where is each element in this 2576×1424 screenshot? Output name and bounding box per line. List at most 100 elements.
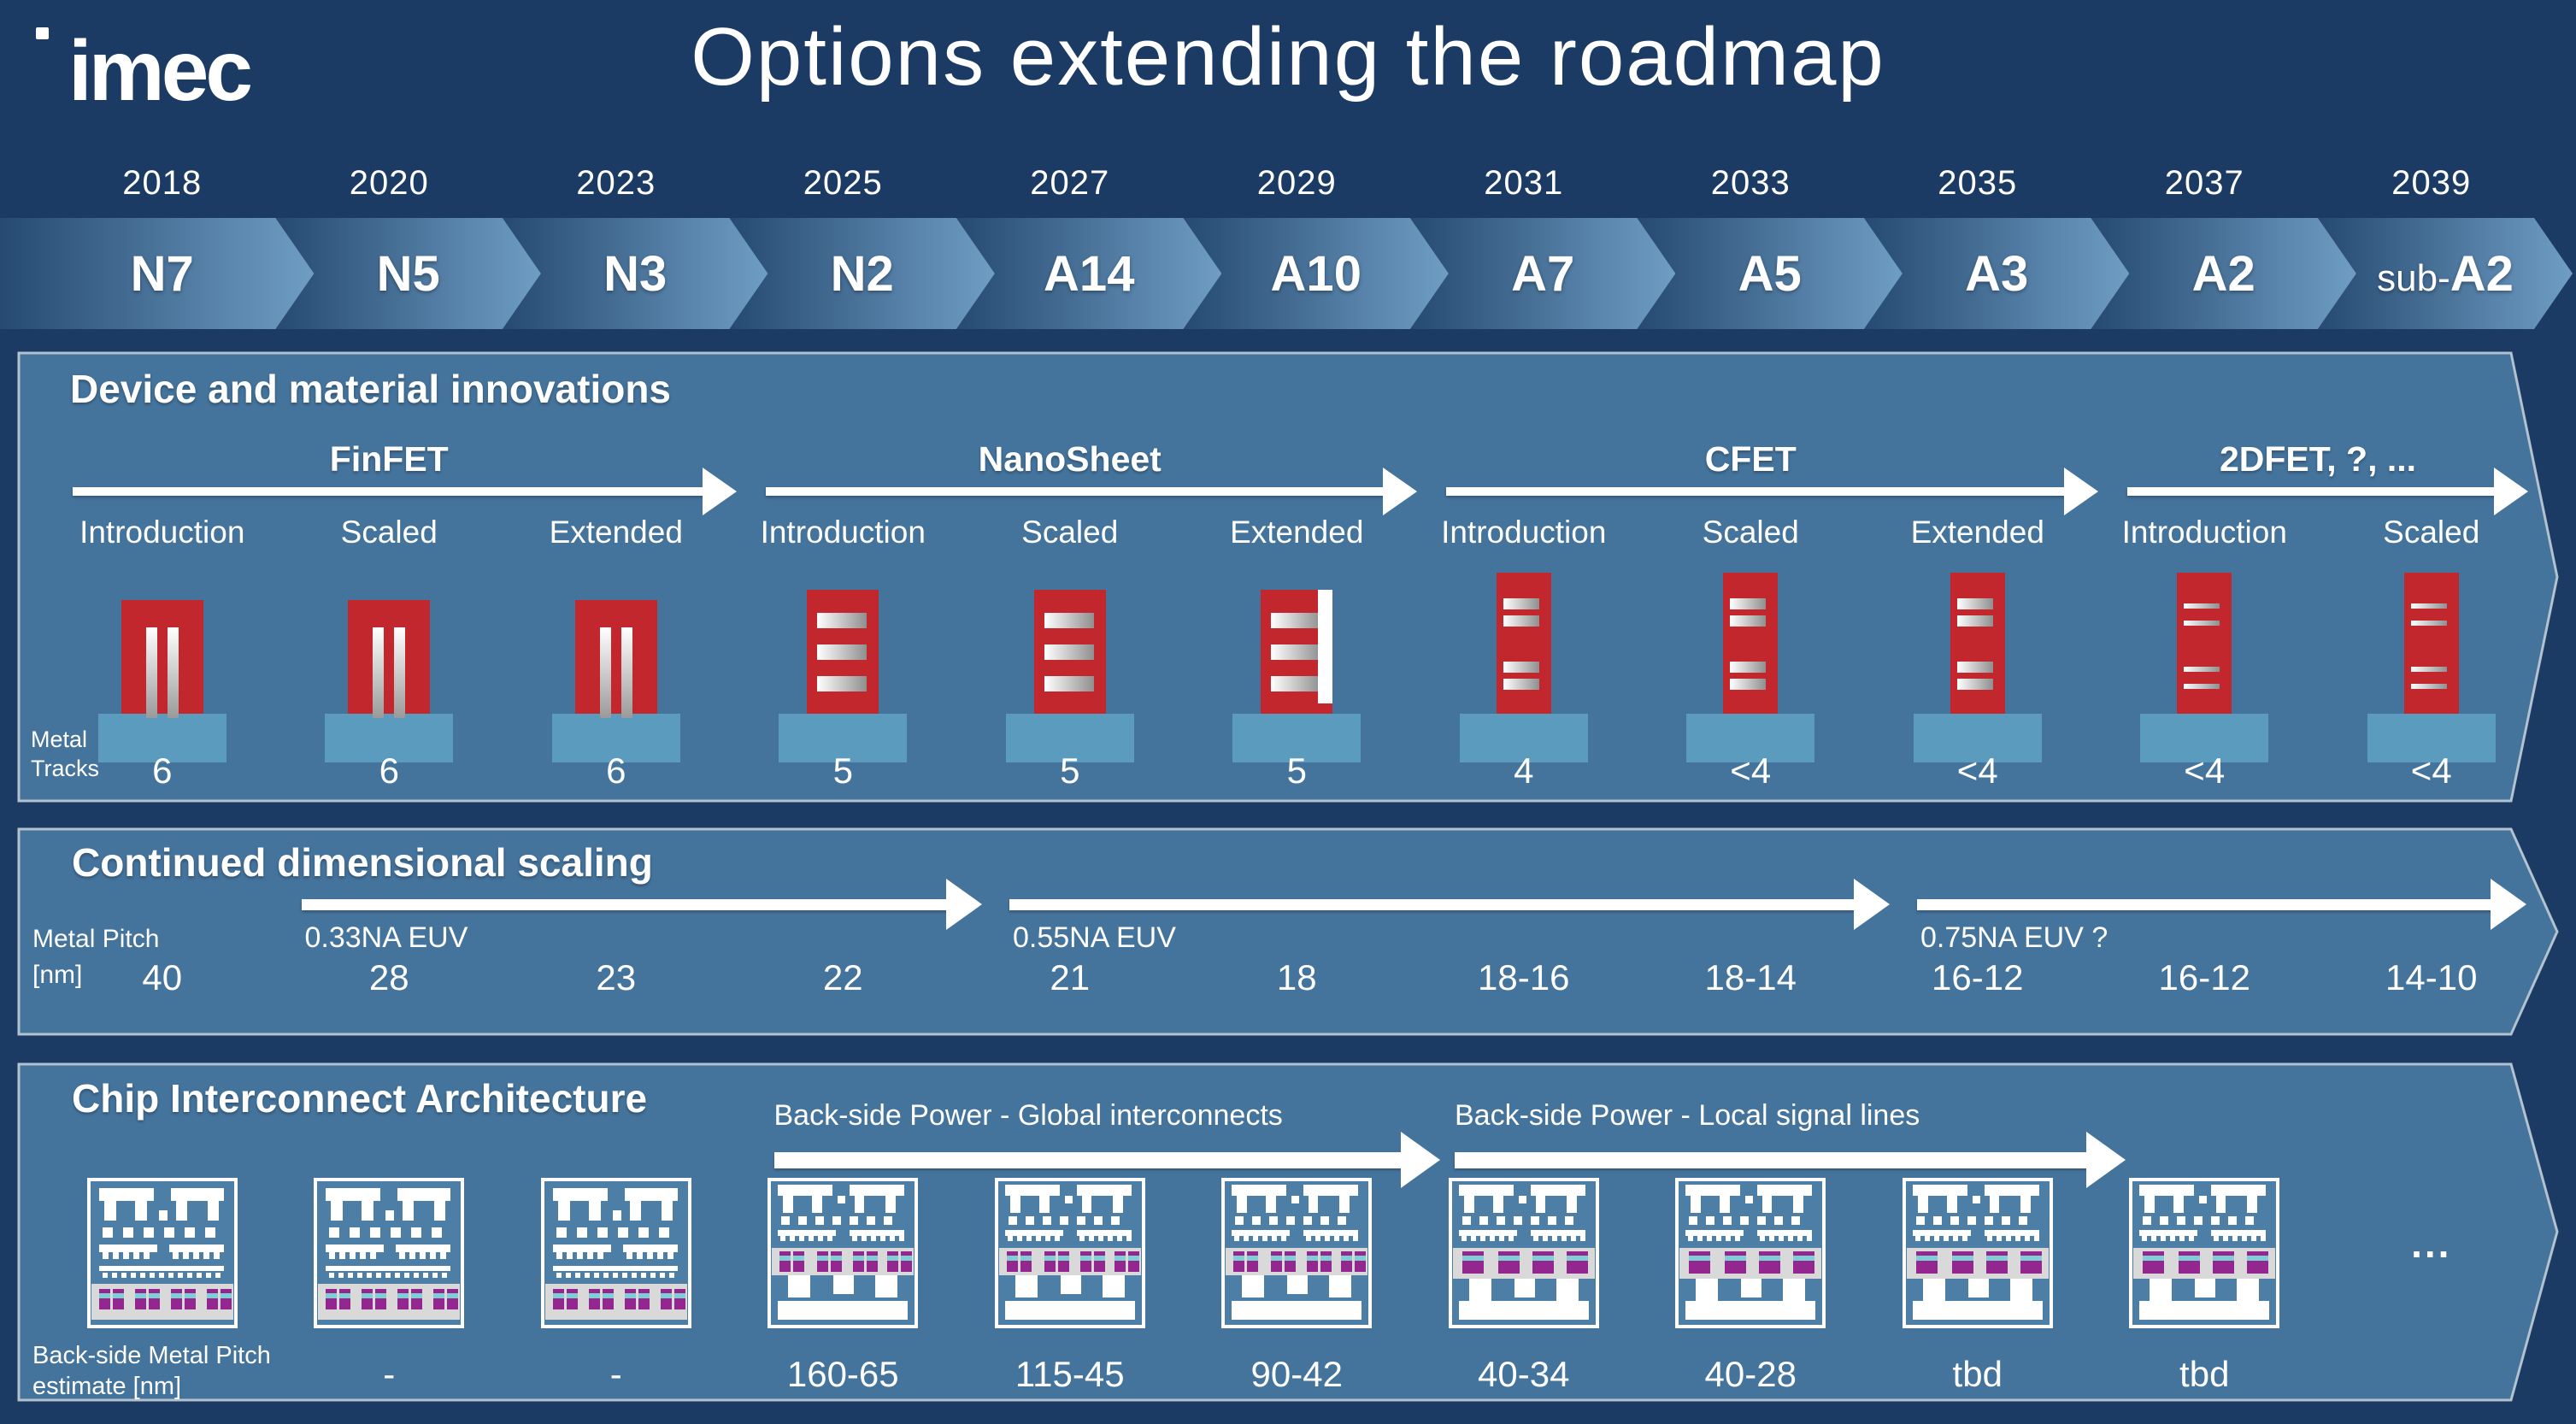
timeline-year: 2025 (803, 164, 883, 202)
metal-pitch-value: 21 (1050, 957, 1091, 997)
device-icon-nanosheet (774, 566, 911, 775)
backside-pitch-value: 90-42 (1250, 1354, 1343, 1394)
backside-pitch-value: 160-65 (786, 1354, 899, 1394)
backside-pitch-value: - (383, 1354, 396, 1394)
timeline-chevron: sub-A2 (2318, 218, 2573, 329)
interconnect-section-title: Chip Interconnect Architecture (72, 1076, 648, 1121)
node-label: N2 (830, 245, 894, 302)
timeline-year: 2023 (576, 164, 656, 202)
litho-arrow-bar (1009, 898, 1857, 910)
page-title: Options extending the roadmap (691, 11, 1885, 103)
timeline-chevron: A3 (1864, 218, 2130, 329)
metal-tracks-value: <4 (1956, 750, 1998, 791)
chip-icon-backside-local (1675, 1178, 1826, 1333)
scaling-panel-shape (17, 827, 2559, 1036)
backside-pitch-row-label-line1: Back-side Metal Pitch (32, 1342, 271, 1369)
litho-label: 0.33NA EUV (304, 921, 468, 954)
metal-tracks-value: 5 (832, 750, 853, 791)
metal-pitch-value: 18 (1276, 957, 1317, 997)
phase-label: Extended (1910, 515, 2044, 550)
phase-label: Introduction (760, 515, 926, 550)
backside-power-arrow (1455, 1132, 2126, 1188)
backside-power-label: Back-side Power - Global interconnects (773, 1099, 1283, 1132)
imec-logo-dot (36, 27, 49, 39)
device-icon-nanosheet (1002, 566, 1138, 775)
backside-power-arrow-head (1401, 1132, 1440, 1188)
node-label: A14 (1044, 245, 1135, 302)
backside-power-arrow-head (2085, 1132, 2126, 1188)
chip-icon-backside-global (768, 1178, 919, 1333)
metal-tracks-row-label-line2: Tracks (31, 756, 99, 781)
ellipsis-label: ... (2411, 1221, 2452, 1266)
timeline-chevron: N3 (503, 218, 768, 329)
timeline-chevron: A10 (1183, 218, 1449, 329)
phase-label: Introduction (1441, 515, 1607, 550)
litho-arrow-bar (301, 898, 950, 910)
timeline-year: 2020 (349, 164, 429, 202)
node-label: N5 (376, 245, 440, 302)
litho-arrow-bar (1917, 898, 2494, 910)
device-group-header: NanoSheet (978, 439, 1162, 479)
litho-arrow (1917, 879, 2526, 930)
device-group-header: CFET (1704, 439, 1797, 479)
timeline-year: 2029 (1256, 164, 1337, 202)
timeline-year: 2033 (1710, 164, 1791, 202)
device-icon-cfet (1456, 566, 1592, 775)
device-group-arrow (765, 468, 1417, 515)
phase-label: Introduction (2121, 515, 2287, 550)
metal-pitch-value: 22 (822, 957, 863, 997)
chip-icon-frontside (540, 1178, 691, 1333)
chip-icon-backside-global (1221, 1178, 1373, 1333)
metal-tracks-value: 6 (379, 750, 399, 791)
timeline-chevron: A5 (1637, 218, 1903, 329)
device-group-arrow-bar (2126, 487, 2497, 496)
backside-power-arrow (773, 1132, 1440, 1188)
phase-label: Scaled (340, 515, 438, 550)
device-icon-nanosheet-ext (1228, 566, 1365, 775)
device-group-arrow-bar (1446, 487, 2067, 496)
chip-icon-frontside (86, 1178, 238, 1333)
device-icon-2dfet (2363, 566, 2500, 775)
metal-pitch-value: 18-16 (1478, 957, 1570, 997)
node-label-main: A2 (2450, 245, 2514, 302)
backside-power-arrow-bar (773, 1151, 1404, 1168)
device-section-title: Device and material innovations (70, 367, 672, 411)
node-label: A2 (2191, 245, 2255, 302)
node-label: N3 (603, 245, 668, 302)
chip-icon-backside-local (2129, 1178, 2280, 1333)
scaling-section-title: Continued dimensional scaling (72, 840, 653, 885)
litho-arrow-head (946, 879, 982, 930)
timeline-year: 2035 (1938, 164, 2018, 202)
device-icon-cfet (1909, 566, 2046, 775)
node-label: A10 (1270, 245, 1362, 302)
metal-pitch-value: 28 (368, 957, 409, 997)
timeline-year: 2027 (1030, 164, 1110, 202)
device-icon-cfet (1682, 566, 1819, 775)
node-label-prefix: sub- (2377, 256, 2450, 299)
device-group-header: FinFET (329, 439, 449, 479)
device-group-arrow-head (2494, 468, 2528, 515)
device-group-arrow-bar (765, 487, 1386, 496)
device-group-header: 2DFET, ?, ... (2219, 439, 2417, 479)
chip-icon-backside-local (1448, 1178, 1599, 1333)
litho-arrow-head (2491, 879, 2526, 930)
node-label: sub-A2 (2377, 245, 2514, 303)
device-icon-2dfet (2136, 566, 2273, 775)
metal-pitch-row-label-line2: [nm] (32, 961, 83, 989)
backside-pitch-value: 115-45 (1015, 1354, 1125, 1394)
node-label: N7 (130, 245, 194, 302)
backside-pitch-value: 40-34 (1478, 1354, 1570, 1394)
timeline-year: 2039 (2391, 164, 2472, 202)
timeline-year: 2031 (1484, 164, 1564, 202)
metal-tracks-value: 5 (1286, 750, 1307, 791)
litho-label: 0.55NA EUV (1013, 921, 1176, 954)
phase-label: Scaled (1702, 515, 1799, 550)
device-group-arrow (73, 468, 737, 515)
phase-label: Scaled (1021, 515, 1119, 550)
device-group-arrow-bar (73, 487, 706, 496)
backside-pitch-value: 40-28 (1704, 1354, 1797, 1394)
litho-arrow-head (1854, 879, 1890, 930)
backside-pitch-value: - (609, 1354, 622, 1394)
chip-icon-frontside (314, 1178, 465, 1333)
device-group-arrow (1446, 468, 2098, 515)
